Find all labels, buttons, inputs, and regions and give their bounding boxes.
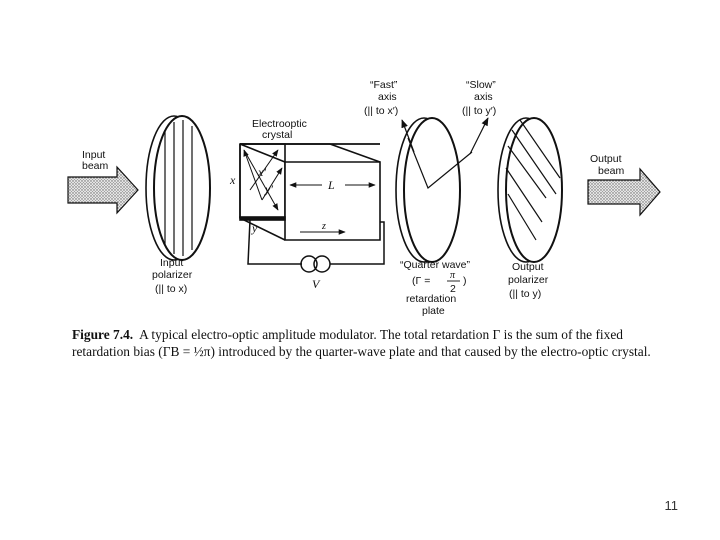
- input-polarizer-label-3: (|| to x): [155, 283, 187, 295]
- crystal-axes: [243, 149, 346, 235]
- gamma-fraction-numerator: π: [450, 270, 456, 281]
- page-number: 11: [664, 498, 679, 513]
- input-beam-label-1: Input: [82, 149, 105, 161]
- input-beam-arrow: [67, 165, 139, 215]
- output-polarizer: [497, 117, 563, 263]
- crystal-label-2: crystal: [262, 129, 292, 141]
- quarter-wave-label-4: plate: [422, 305, 445, 317]
- gamma-fraction-denominator: 2: [450, 283, 456, 295]
- electro-optic-modulator-diagram: Input beam Input polarizer (|| to x) Ele…: [67, 79, 661, 317]
- slow-axis-label-3: (|| to y′): [462, 105, 496, 117]
- axis-z-label: z: [321, 221, 326, 232]
- figure-caption-label: Figure 7.4.: [72, 327, 134, 342]
- quarter-wave-label-1: “Quarter wave”: [400, 259, 471, 271]
- axis-y-prime-label: y′: [264, 182, 273, 196]
- slow-axis-label-2: axis: [474, 91, 493, 103]
- crystal-label-1: Electrooptic: [252, 118, 307, 130]
- quarter-wave-label-close: ): [463, 275, 467, 287]
- electrooptic-crystal: [239, 143, 381, 241]
- input-polarizer-label-2: polarizer: [152, 269, 193, 281]
- fast-axis-label-1: “Fast”: [370, 79, 398, 91]
- output-polarizer-label-1: Output: [512, 261, 544, 273]
- output-polarizer-label-2: polarizer: [508, 274, 549, 286]
- output-beam-arrow: [587, 167, 661, 217]
- voltage-circuit: [247, 219, 385, 273]
- length-label: L: [327, 178, 335, 192]
- fast-axis-label-3: (|| to x′): [364, 105, 398, 117]
- output-polarizer-label-3: (|| to y): [509, 288, 541, 300]
- figure-caption-text: A typical electro-optic amplitude modula…: [72, 327, 651, 359]
- input-beam-label-2: beam: [82, 160, 109, 172]
- input-polarizer-label-1: Input: [160, 257, 183, 269]
- axis-x-label: x: [229, 173, 236, 187]
- quarter-wave-label-3: retardation: [406, 293, 456, 305]
- fast-axis-label-2: axis: [378, 91, 397, 103]
- slow-axis-label-1: “Slow”: [466, 79, 496, 91]
- axis-x-prime-label: x′: [257, 165, 266, 179]
- quarter-wave-plate: [395, 117, 489, 263]
- axis-y-label: y: [251, 221, 258, 235]
- input-polarizer: [145, 115, 211, 261]
- figure-caption: Figure 7.4.A typical electro-optic ampli…: [72, 326, 652, 360]
- output-beam-label-1: Output: [590, 153, 622, 165]
- output-beam-label-2: beam: [598, 165, 625, 177]
- voltage-label: V: [312, 277, 321, 291]
- quarter-wave-label-gamma: (Γ =: [412, 275, 430, 287]
